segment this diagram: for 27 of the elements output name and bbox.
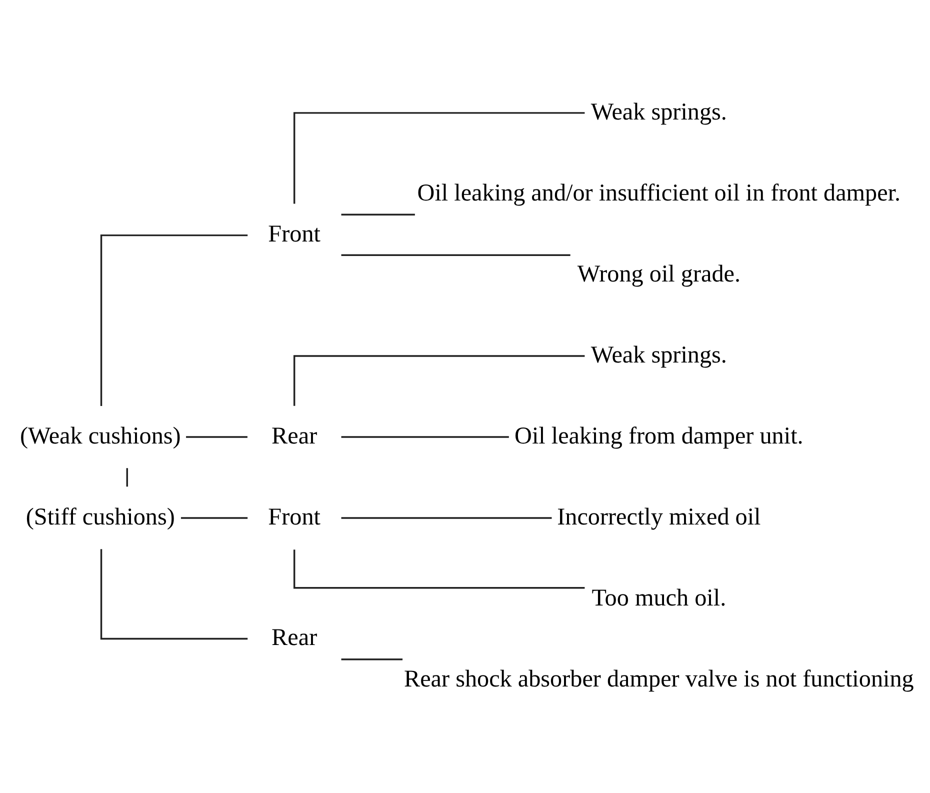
connector <box>100 549 248 640</box>
node-text: (Stiff cushions) <box>26 503 175 530</box>
connector <box>341 436 509 438</box>
node-text: Weak springs. <box>590 341 727 368</box>
connector <box>186 436 248 438</box>
node-text: Rear <box>272 624 318 652</box>
node-text: Wrong oil grade. <box>577 260 741 288</box>
node-text: Rear shock absorber damper valve is not functioning <box>404 665 914 692</box>
node-text: (Weak cushions) <box>20 422 181 450</box>
node-text: Front <box>268 503 320 530</box>
connector <box>341 254 570 256</box>
node-text: Oil leaking from damper unit. <box>514 422 804 450</box>
node-text: Oil leaking and/or insufficient oil in front damper. <box>417 179 901 206</box>
connector <box>341 214 415 216</box>
connector <box>341 658 403 660</box>
connector <box>100 234 248 406</box>
node-text: Front <box>268 220 320 248</box>
connector <box>293 550 585 589</box>
connector <box>126 468 128 487</box>
connector <box>293 112 585 204</box>
connector <box>180 517 248 519</box>
node-text: Too much oil. <box>592 584 726 612</box>
node-text: Rear <box>272 422 318 450</box>
node-text: Weak springs. <box>590 98 727 126</box>
connector <box>341 517 552 519</box>
connector <box>293 355 585 406</box>
node-text: Incorrectly mixed oil <box>557 503 761 530</box>
